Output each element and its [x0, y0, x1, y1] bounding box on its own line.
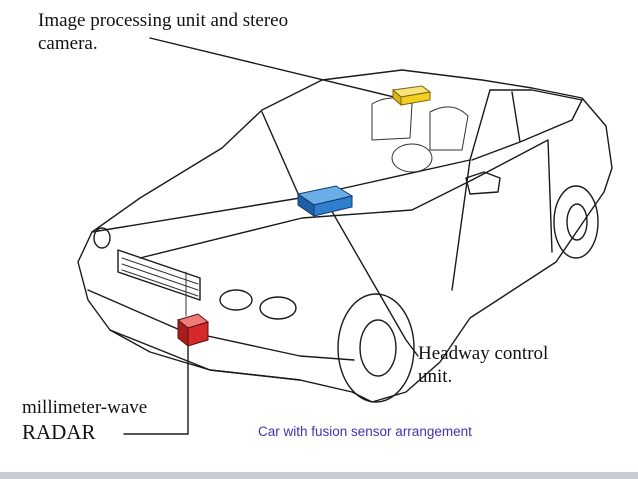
- rear-hub: [566, 203, 588, 241]
- camera-label-line2: camera.: [38, 32, 98, 54]
- fog-light: [93, 227, 111, 249]
- figure-caption: Car with fusion sensor arrangement: [258, 424, 472, 439]
- grille: [117, 249, 201, 301]
- hood-edge: [91, 197, 301, 233]
- steering-wheel: [391, 143, 433, 173]
- radar-label: millimeter-wave RADAR: [22, 397, 147, 445]
- side-windows: [471, 91, 583, 161]
- headway-leader-line: [329, 207, 419, 357]
- headlight-left: [219, 289, 253, 311]
- rear-wheel: [553, 185, 599, 259]
- camera-label-line1: Image processing unit and stereo: [38, 10, 289, 31]
- front-bumper: [87, 289, 355, 361]
- headway-control-box: [296, 185, 354, 217]
- side-mirror: [465, 171, 501, 195]
- hood-crease: [139, 179, 473, 259]
- front-hub: [359, 319, 397, 377]
- camera-leader-line: [149, 37, 399, 99]
- radar-label-line2: RADAR: [22, 419, 96, 444]
- camera-label: Image processing unit and stereo camera.: [38, 10, 288, 56]
- radar-leader-line: [123, 337, 189, 435]
- camera-unit-box: [391, 85, 432, 107]
- front-wheel: [337, 293, 415, 403]
- rear-window: [489, 89, 583, 101]
- headway-label-line1: Headway control: [418, 343, 549, 364]
- lower-bumper: [109, 329, 301, 381]
- headway-label: Headway control unit.: [418, 343, 548, 389]
- radar-box: [176, 313, 210, 348]
- door-lines: [451, 139, 553, 291]
- grille-slats: [121, 257, 199, 297]
- headway-label-line2: unit.: [418, 365, 453, 387]
- bottom-bar: [0, 472, 638, 479]
- windshield: [261, 89, 491, 199]
- radar-label-line1: millimeter-wave: [22, 397, 148, 418]
- seats: [371, 97, 469, 151]
- headlight-right: [259, 296, 297, 320]
